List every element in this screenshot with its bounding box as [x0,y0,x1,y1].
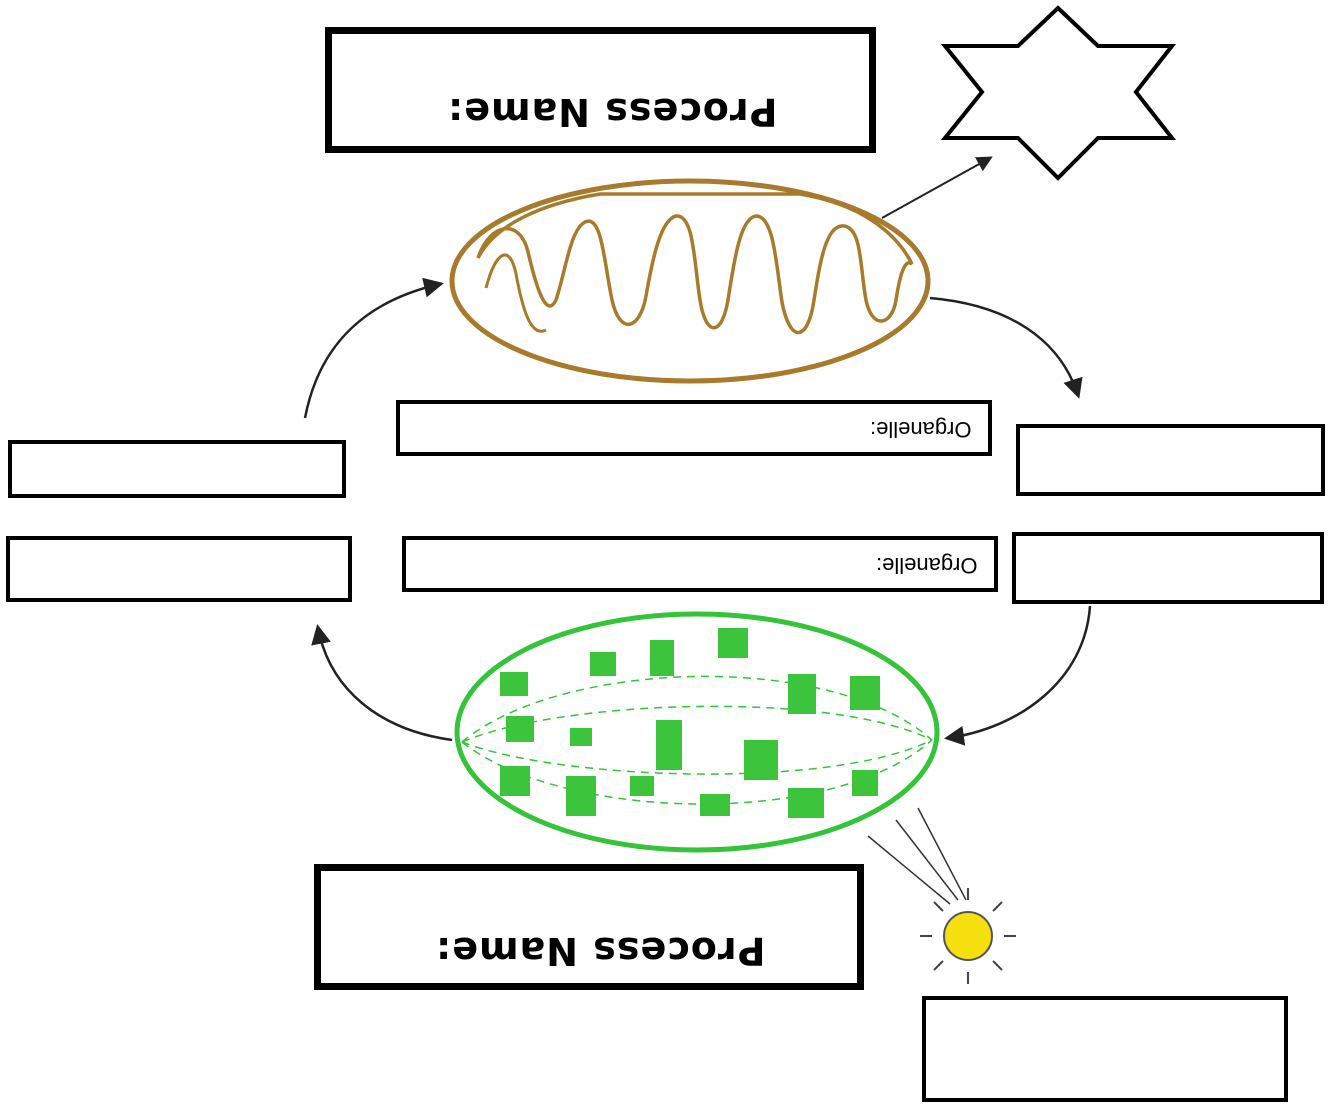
answer-box-right-upper[interactable] [1016,424,1325,496]
process-name-label-bottom: Process Name: [434,929,765,973]
arrow-right-down [929,296,1083,399]
answer-box-left-upper[interactable] [8,440,346,498]
answer-box-right-lower[interactable] [1012,532,1324,604]
chloroplast-icon [454,611,940,853]
mitochondrion-icon [449,178,931,384]
organelle-box-top[interactable]: Organelle: [396,400,992,456]
organelle-box-bottom[interactable]: Organelle: [402,536,998,592]
answer-box-sun[interactable] [922,996,1288,1102]
star-icon [940,5,1177,181]
process-name-label-top: Process Name: [446,90,777,134]
sun-icon [867,807,1016,984]
arrow-left-up [311,624,453,742]
answer-box-left-lower[interactable] [6,536,352,602]
arrow-to-mitochondrion [303,277,444,419]
process-name-box-bottom[interactable]: Process Name: [314,864,864,990]
organelle-label-bottom: Organelle: [876,553,978,578]
process-name-box-top[interactable]: Process Name: [325,27,876,153]
organelle-label-top: Organelle: [870,417,972,442]
arrow-to-chloroplast [944,605,1092,746]
arrow-to-star [881,156,993,219]
